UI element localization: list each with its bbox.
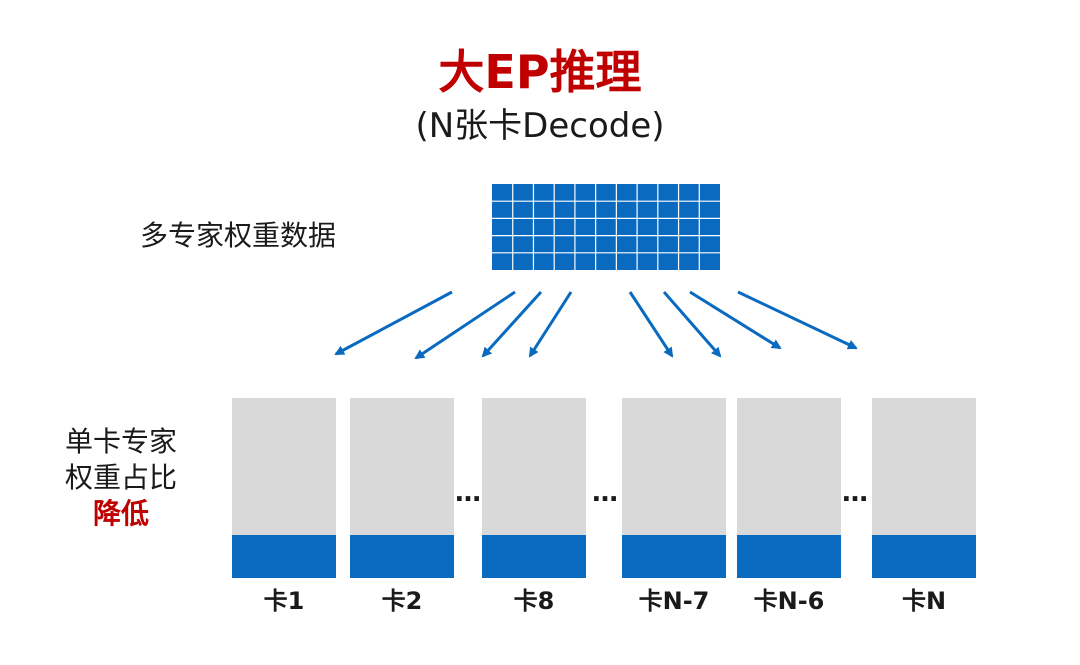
- arrow-to-card-8: [737, 290, 858, 350]
- arrow-to-card-1: [334, 290, 453, 356]
- ellipsis-2: …: [592, 478, 618, 508]
- card-label-8: 卡8: [513, 587, 555, 615]
- arrow-to-card-5: [628, 291, 674, 358]
- card-label-1: 卡1: [263, 587, 305, 615]
- arrow-to-card-2: [414, 290, 516, 360]
- diagram-title: 大EP推理: [438, 45, 642, 99]
- ellipsis-3: …: [842, 478, 868, 508]
- weights-data-label: 多专家权重数据: [140, 219, 337, 252]
- card-2: [350, 398, 454, 578]
- diagram-subtitle: (N张卡Decode): [415, 106, 665, 146]
- arrow-to-card-3: [481, 290, 543, 358]
- card-1: [232, 398, 336, 578]
- card-1-expert-weight-fill: [232, 535, 336, 578]
- card-2-expert-weight-fill: [350, 535, 454, 578]
- card-n-6-expert-weight-fill: [737, 535, 841, 578]
- arrow-to-card-7: [689, 290, 782, 350]
- card-label-n-6: 卡N-6: [753, 587, 825, 615]
- card-label-n: 卡N: [901, 587, 947, 615]
- card-label-2: 卡2: [381, 587, 423, 615]
- arrow-to-card-4: [528, 291, 573, 358]
- side-label-line-1: 单卡专家: [64, 425, 177, 458]
- expert-weights-matrix: [492, 184, 720, 270]
- side-label-emphasis: 降低: [92, 497, 149, 530]
- card-n: [872, 398, 976, 578]
- card-8: [482, 398, 586, 578]
- card-n-expert-weight-fill: [872, 535, 976, 578]
- matrix-background: [492, 184, 720, 270]
- card-8-expert-weight-fill: [482, 535, 586, 578]
- card-n-7: [622, 398, 726, 578]
- card-n-7-expert-weight-fill: [622, 535, 726, 578]
- arrow-to-card-6: [662, 291, 722, 358]
- card-label-n-7: 卡N-7: [638, 587, 710, 615]
- side-label-line-2: 权重占比: [64, 461, 177, 494]
- card-n-6: [737, 398, 841, 578]
- ellipsis-1: …: [455, 478, 481, 508]
